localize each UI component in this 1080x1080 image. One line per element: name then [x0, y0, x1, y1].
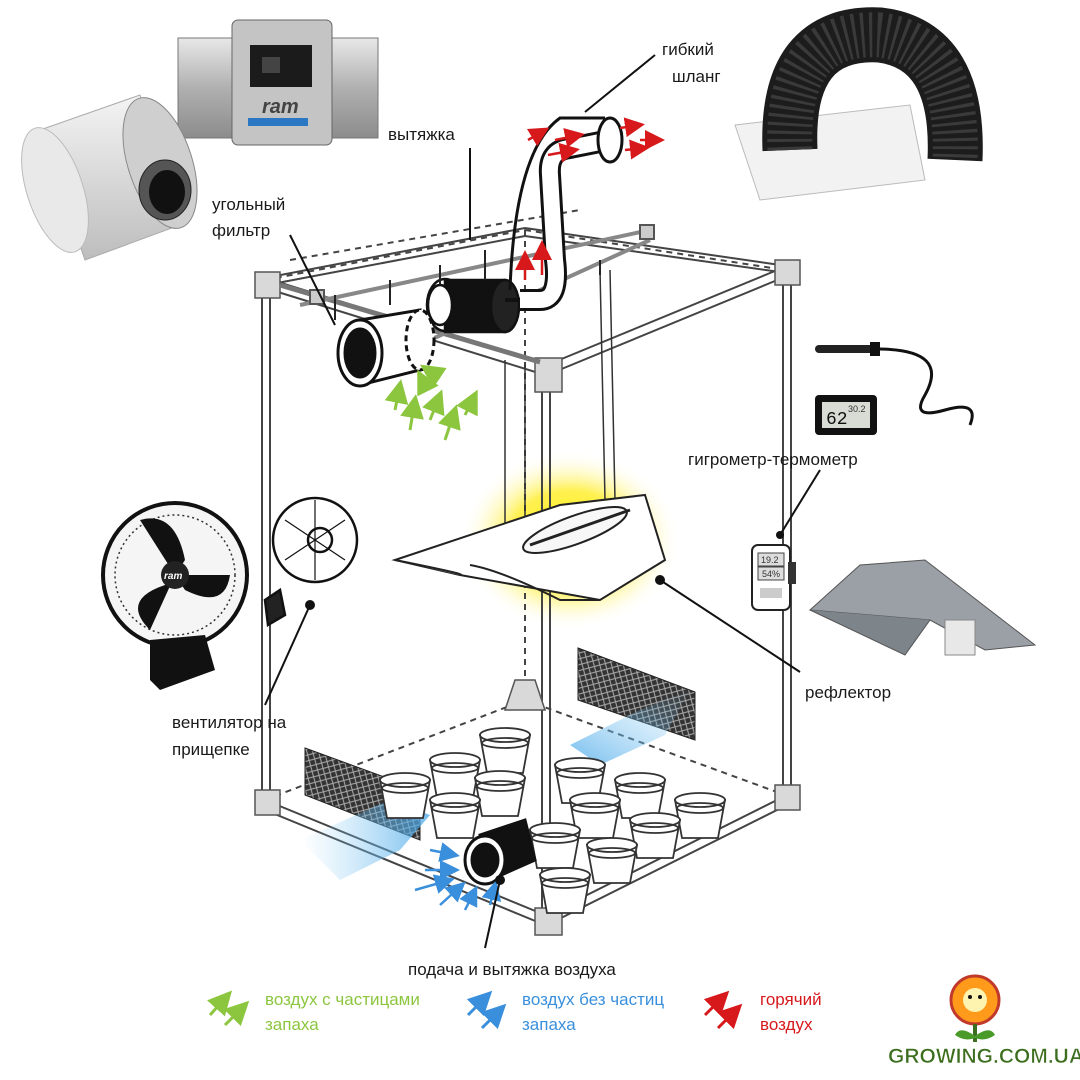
leader-dot-reflector: [655, 575, 665, 585]
plant-pot: [673, 792, 727, 839]
intake-fan-floor: [463, 818, 537, 886]
legend-clean-air: воздух без частиц запаха: [466, 990, 664, 1034]
clip-fan-photo: ram: [101, 501, 249, 690]
legend-odor-air-line1: воздух с частицами: [265, 990, 420, 1009]
label-flex-hose-1: гибкий: [662, 40, 714, 59]
frame-corners: [254, 259, 801, 936]
reflector-cords: [504, 269, 616, 545]
hygro-reading-3: 19.2: [761, 555, 779, 565]
leader-lines: [264, 54, 821, 949]
growing-logo: GROWING.COM.UA: [888, 974, 1080, 1068]
hygro-reading-2: 30.2: [848, 404, 866, 414]
hygrometer-photo: 62 30.2: [815, 342, 974, 435]
plant-pot: [428, 792, 482, 839]
leader-dot-hygro: [776, 531, 784, 539]
fan-brand-label: ram: [262, 96, 299, 118]
hygrometer-in-tent: 19.2 54%: [751, 544, 796, 611]
label-clip-fan-1: вентилятор на: [172, 713, 287, 732]
inline-fan-in-tent: [425, 277, 521, 334]
flexible-hose-photo: [734, 7, 983, 201]
plant-pots: [378, 727, 727, 914]
legend-hot-air: горячий воздух: [703, 990, 822, 1034]
clip-fan-in-tent: [263, 496, 359, 628]
clip-fan-brand: ram: [164, 571, 182, 582]
plant-pot: [428, 752, 482, 799]
plant-pot: [628, 812, 682, 859]
carbon-filter-photo: [21, 94, 198, 261]
label-carbon-filter-1: угольный: [212, 195, 285, 214]
label-hygrometer: гигрометр-термометр: [688, 450, 858, 469]
hygro-reading-1: 62: [826, 410, 848, 430]
odor-air-arrows: [384, 364, 478, 441]
clean-air-arrows: [414, 842, 502, 911]
exhaust-duct: [505, 116, 624, 311]
leader-dot-clip-fan: [305, 600, 315, 610]
clean-air-flow-left: [300, 800, 430, 880]
label-reflector: рефлектор: [805, 683, 891, 702]
plant-pot: [478, 727, 532, 774]
plant-pot: [378, 772, 432, 819]
leader-dot-air: [495, 875, 505, 885]
legend-odor-air: воздух с частицами запаха: [207, 990, 420, 1034]
legend-clean-air-line1: воздух без частиц: [522, 990, 664, 1009]
hygro-reading-4: 54%: [762, 569, 780, 579]
legend-clean-air-line2: запаха: [522, 1015, 576, 1034]
plant-pot: [585, 837, 639, 884]
legend-hot-air-line2: воздух: [760, 1015, 813, 1034]
reflector-photo: [808, 559, 1037, 656]
plant-pot: [613, 772, 667, 819]
plant-pot: [473, 770, 527, 817]
clean-air-flow-right: [570, 690, 690, 765]
hanging-hooks: [334, 250, 601, 320]
plant-pot: [528, 822, 582, 869]
label-carbon-filter-2: фильтр: [212, 221, 270, 240]
hot-air-arrows: [515, 117, 665, 280]
label-exhaust: вытяжка: [388, 125, 455, 144]
legend-odor-air-line2: запаха: [265, 1015, 319, 1034]
label-flex-hose-2: шланг: [672, 67, 721, 86]
carbon-filter-in-tent: [336, 308, 436, 388]
inline-fan-photo: ram: [177, 19, 379, 146]
legend-hot-air-line1: горячий: [760, 990, 822, 1009]
legend: воздух с частицами запаха воздух без час…: [207, 990, 822, 1034]
label-air-supply: подача и вытяжка воздуха: [408, 960, 616, 979]
plant-pot: [538, 867, 592, 914]
reflector-in-tent: [391, 493, 667, 602]
label-clip-fan-2: прищепке: [172, 740, 250, 759]
logo-text: GROWING.COM.UA: [888, 1045, 1080, 1068]
